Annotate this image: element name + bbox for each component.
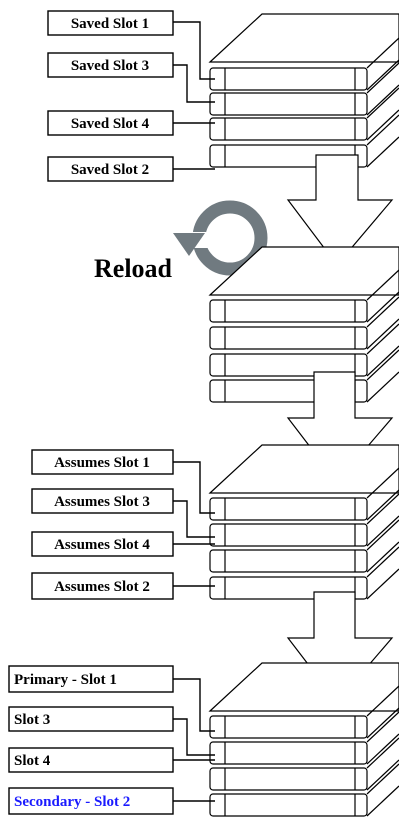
- label-box-saved-slot-3: [47, 52, 174, 78]
- stack-2-card-1: [209, 299, 368, 323]
- assumes-slot-1-label: Assumes Slot 1: [54, 455, 150, 471]
- slot-3-label: Slot 3: [14, 712, 50, 728]
- saved-slot-4-label: Saved Slot 4: [71, 116, 150, 132]
- reload-icon: [173, 200, 268, 276]
- saved-slot-1-label: Saved Slot 1: [71, 16, 149, 32]
- stack-4-card-1: [209, 715, 368, 739]
- label-box-slot-4: [8, 747, 174, 773]
- stack-3-top-face: [208, 444, 399, 494]
- label-box-primary-slot-1: [8, 665, 174, 693]
- label-box-assumes-slot-4: [31, 531, 174, 557]
- chassis-stack-2: [208, 246, 399, 403]
- chassis-stack-1: [208, 13, 399, 168]
- down-arrow-1: [286, 154, 394, 266]
- primary-slot-1-label: Primary - Slot 1: [14, 672, 117, 688]
- label-box-slot-3: [8, 706, 174, 732]
- connector-lines: [173, 21, 215, 802]
- label-box-secondary-slot-2: [8, 787, 174, 815]
- stack-3-card-2: [209, 523, 368, 547]
- label-box-assumes-slot-1: [31, 449, 174, 475]
- label-box-assumes-slot-3: [31, 488, 174, 514]
- assumes-slot-3-label: Assumes Slot 3: [54, 494, 150, 510]
- stack-1-card-2: [209, 92, 368, 116]
- label-box-saved-slot-2: [47, 156, 174, 182]
- slot-4-label: Slot 4: [14, 753, 51, 769]
- stack-1-card-1: [209, 67, 368, 91]
- stack-2-card-3: [209, 353, 368, 377]
- stack-4-top-face: [208, 662, 399, 712]
- saved-slot-2-label: Saved Slot 2: [71, 162, 149, 178]
- chassis-stack-4: [208, 662, 399, 817]
- stack-3-card-1: [209, 497, 368, 521]
- assumes-slot-4-label: Assumes Slot 4: [54, 537, 150, 553]
- stack-1-card-3: [209, 117, 368, 141]
- label-box-saved-slot-4: [47, 110, 174, 136]
- chassis-stack-3: [208, 444, 399, 600]
- assumes-slot-2-label: Assumes Slot 2: [54, 579, 150, 595]
- stack-2-card-2: [209, 326, 368, 350]
- stack-3-card-3: [209, 549, 368, 573]
- stack-4-card-2: [209, 741, 368, 765]
- label-box-saved-slot-1: [47, 10, 174, 36]
- saved-slot-3-label: Saved Slot 3: [71, 58, 149, 74]
- reload-label: Reload: [94, 254, 173, 283]
- stack-4-card-4: [209, 793, 368, 817]
- label-box-assumes-slot-2: [31, 572, 174, 600]
- stack-1-top-face: [208, 13, 399, 63]
- secondary-slot-2-label: Secondary - Slot 2: [14, 794, 130, 810]
- stack-2-top-face: [208, 246, 399, 296]
- stack-4-card-3: [209, 767, 368, 791]
